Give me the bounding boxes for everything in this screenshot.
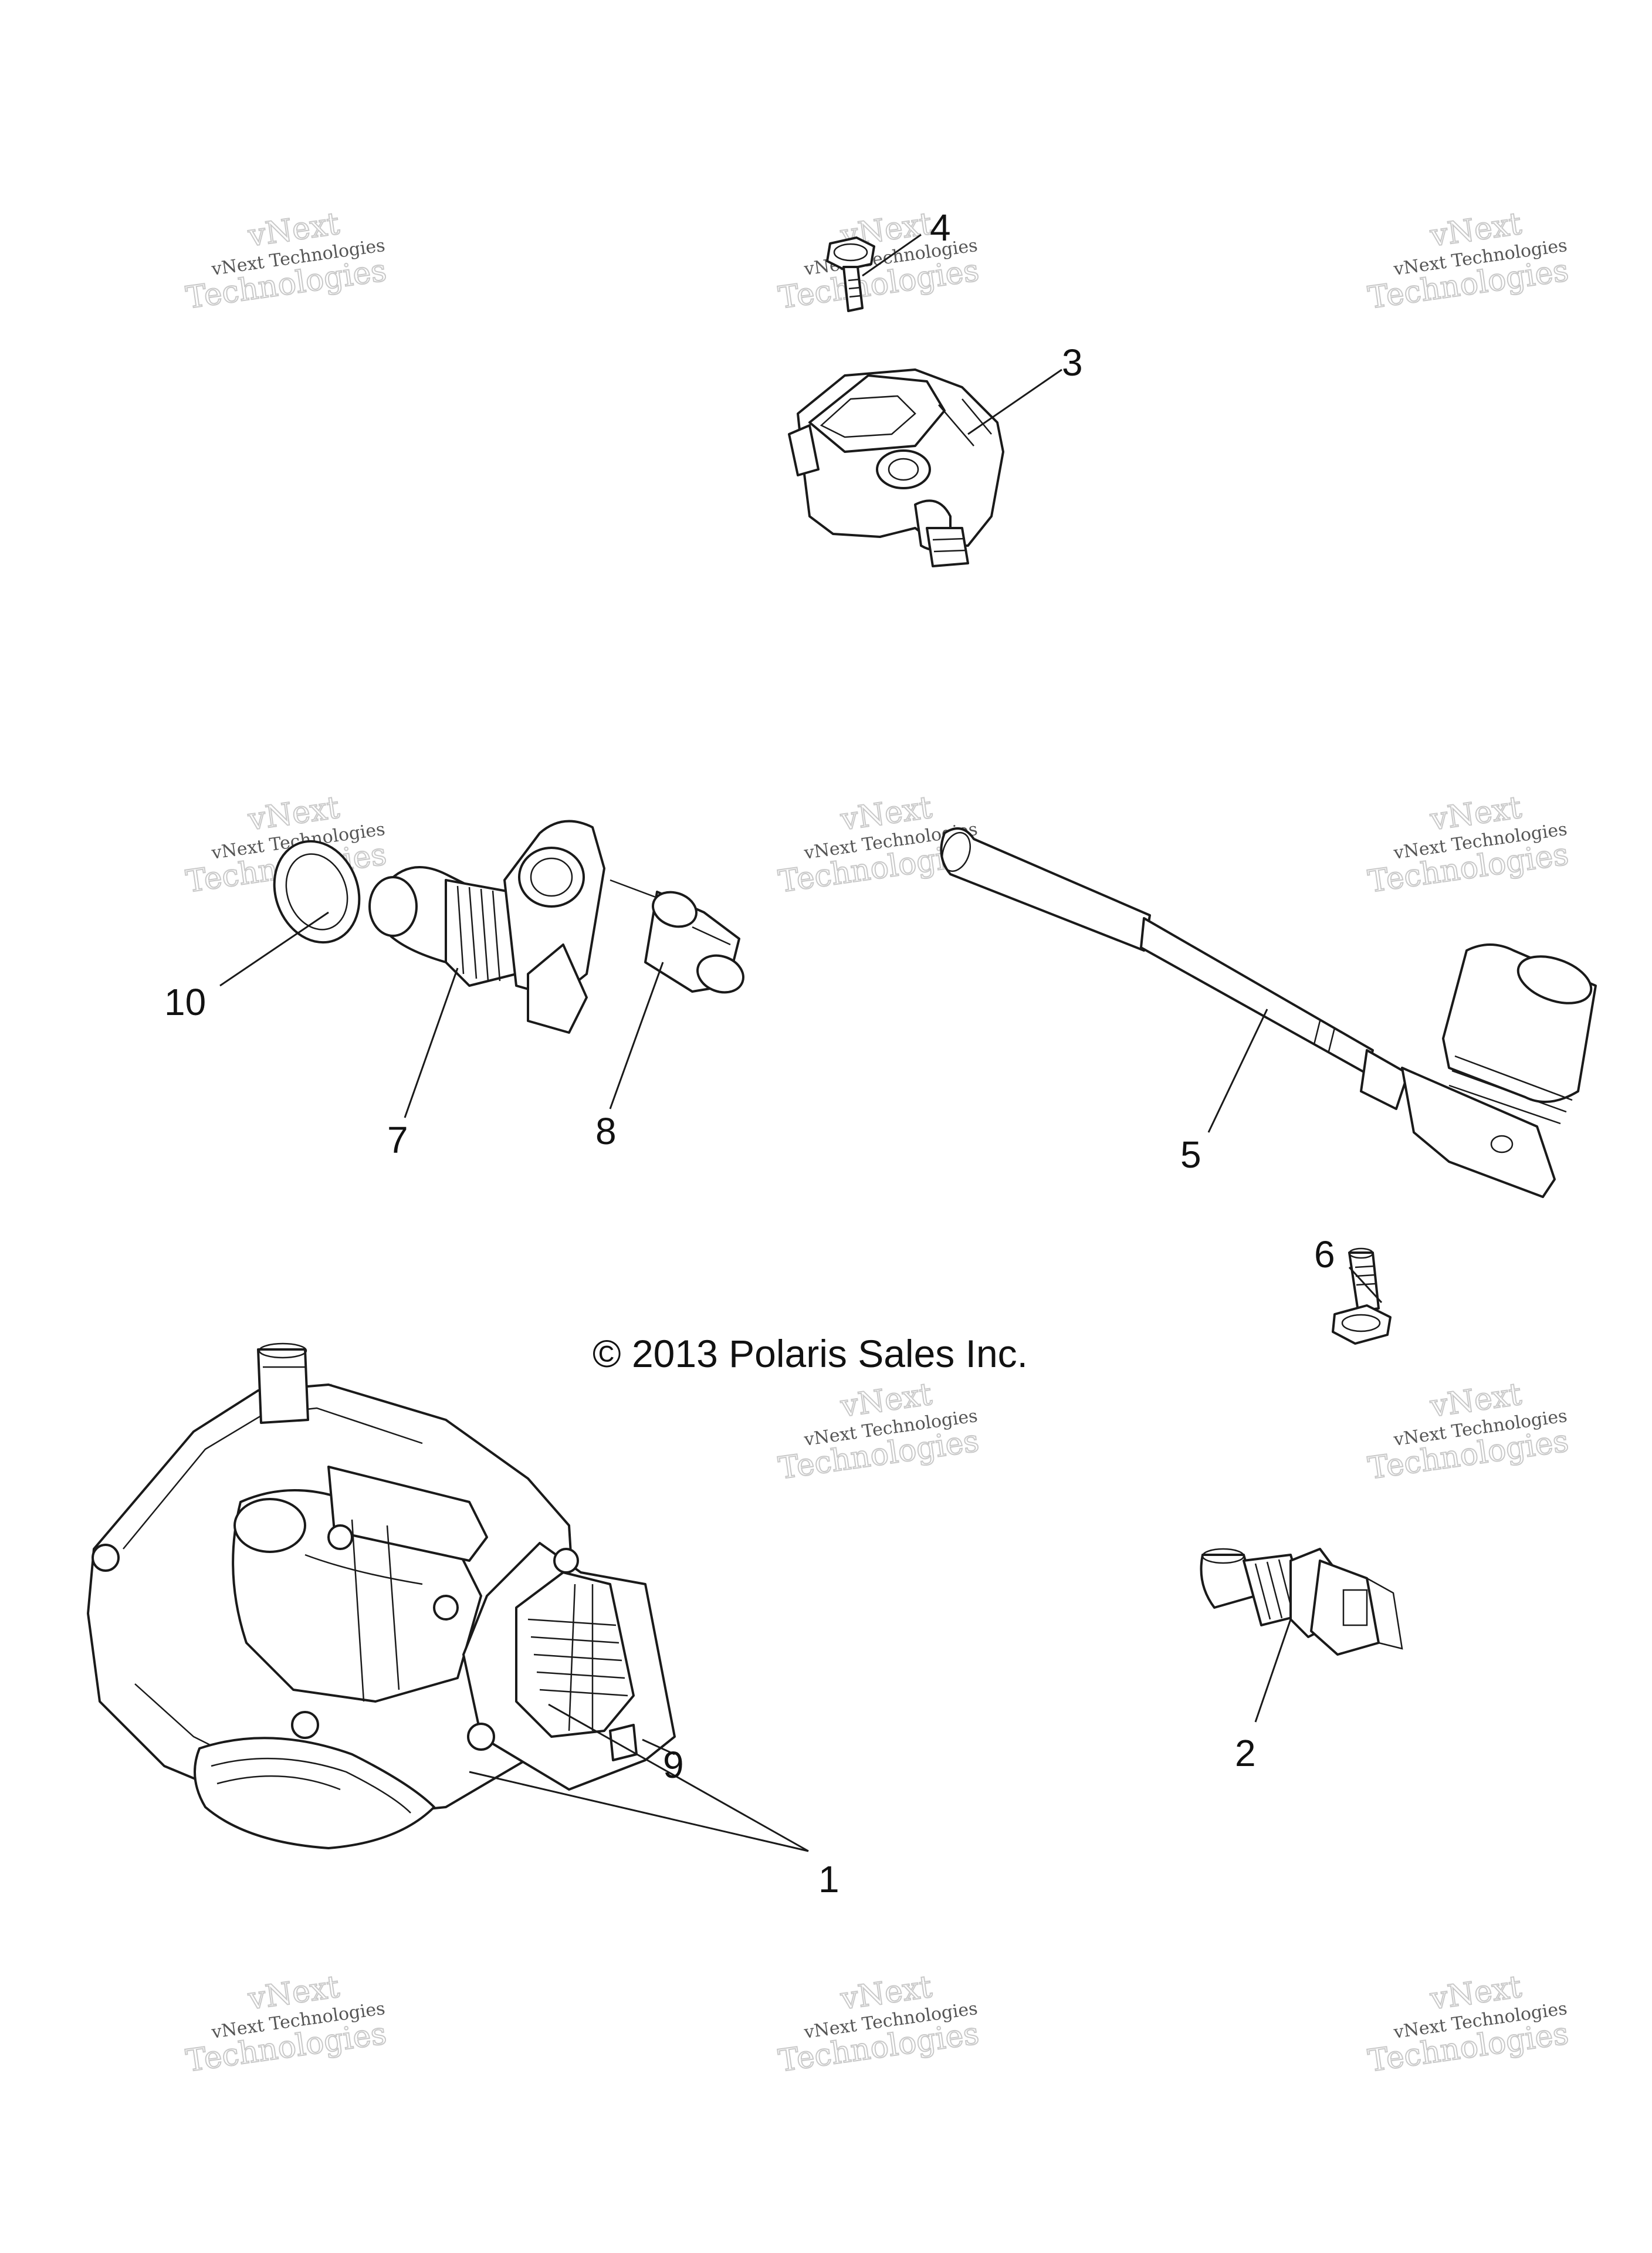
leader-1b bbox=[469, 1771, 809, 1852]
part-1-throttle-body bbox=[87, 1342, 676, 1849]
leader-10 bbox=[219, 911, 329, 987]
part-4-bolt bbox=[826, 236, 875, 312]
watermark: vNext vNext Technologies Technologies bbox=[1365, 1376, 1571, 1487]
leader-2 bbox=[1254, 1619, 1292, 1723]
callout-9: 9 bbox=[663, 1744, 684, 1786]
part-5-speed-sensor bbox=[940, 827, 1597, 1198]
leader-4 bbox=[862, 234, 922, 277]
leader-9 bbox=[642, 1738, 675, 1755]
watermark: vNext vNext Technologies Technologies bbox=[1365, 205, 1571, 316]
leader-lines bbox=[219, 234, 1383, 1852]
callout-7: 7 bbox=[387, 1119, 408, 1161]
leader-3 bbox=[967, 368, 1062, 435]
watermark: vNext vNext Technologies Technologies bbox=[183, 1968, 389, 2079]
callout-8: 8 bbox=[595, 1110, 617, 1152]
callout-10: 10 bbox=[164, 981, 206, 1023]
leader-7 bbox=[404, 967, 459, 1118]
leader-1a bbox=[548, 1703, 809, 1852]
part-8-sleeve bbox=[644, 891, 744, 994]
leader-8 bbox=[609, 962, 664, 1109]
watermark: vNext vNext Technologies Technologies bbox=[1365, 1968, 1571, 2079]
watermark: vNext vNext Technologies Technologies bbox=[183, 205, 389, 316]
callout-2: 2 bbox=[1235, 1732, 1256, 1774]
watermark: vNext vNext Technologies Technologies bbox=[776, 1376, 981, 1487]
part-6-bolt bbox=[1332, 1247, 1392, 1345]
callouts: 4 3 10 7 8 5 6 2 9 1 bbox=[164, 207, 1335, 1900]
part-3-map-sensor bbox=[788, 368, 1004, 567]
callout-5: 5 bbox=[1180, 1134, 1201, 1176]
callout-1: 1 bbox=[818, 1858, 839, 1900]
leader-5 bbox=[1207, 1009, 1268, 1133]
callout-6: 6 bbox=[1314, 1233, 1335, 1276]
callout-4: 4 bbox=[930, 207, 951, 249]
watermark: vNext vNext Technologies Technologies bbox=[1365, 789, 1571, 900]
leader-6 bbox=[1348, 1266, 1383, 1304]
part-7-position-sensor bbox=[368, 820, 658, 1034]
watermark: vNext vNext Technologies Technologies bbox=[776, 205, 981, 316]
watermark: vNext vNext Technologies Technologies bbox=[776, 1968, 981, 2079]
part-2-temperature-sensor bbox=[1200, 1548, 1403, 1656]
part-10-o-ring bbox=[273, 840, 361, 944]
copyright-notice: © 2013 Polaris Sales Inc. bbox=[593, 1332, 1028, 1375]
callout-3: 3 bbox=[1062, 341, 1083, 384]
